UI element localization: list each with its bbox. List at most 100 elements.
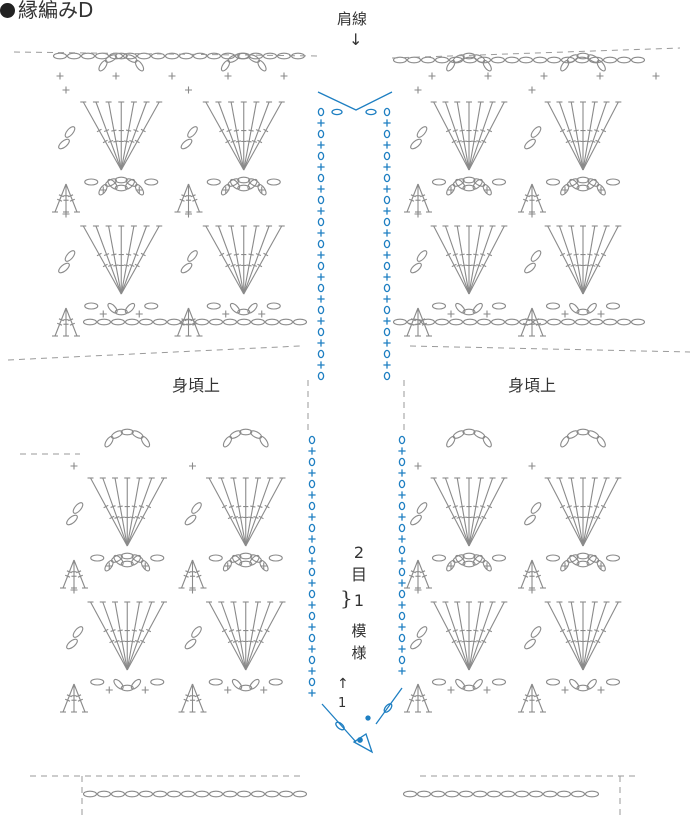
treble-bar xyxy=(481,639,487,644)
edging-chain xyxy=(308,611,316,621)
edging-chain xyxy=(383,195,391,205)
chain-stitch xyxy=(104,559,114,572)
treble-bar xyxy=(257,139,263,144)
chain-stitch xyxy=(630,318,646,326)
single-crochet xyxy=(483,686,491,694)
treble-bar xyxy=(459,129,465,132)
chain-stitch xyxy=(184,638,197,650)
chain-stitch xyxy=(264,318,280,326)
single-crochet xyxy=(317,273,325,281)
single-crochet xyxy=(189,586,196,594)
chain-stitch xyxy=(220,183,231,196)
treble-bar xyxy=(410,570,417,574)
treble-stitch xyxy=(62,683,75,713)
chain-stitch xyxy=(110,790,126,798)
treble-stitch xyxy=(243,225,270,295)
chain-stitch xyxy=(150,52,166,60)
chain-stitch xyxy=(222,318,238,326)
start-number: 1 xyxy=(338,696,347,711)
treble-bar xyxy=(587,129,593,132)
treble-stitch xyxy=(433,601,470,671)
chain-stitch xyxy=(448,56,464,64)
treble-bar xyxy=(192,198,198,202)
treble-stitch xyxy=(582,477,619,547)
chain-stitch xyxy=(587,54,600,63)
chain-stitch xyxy=(476,318,492,326)
chain-stitch xyxy=(566,178,579,187)
treble-stitch xyxy=(73,683,86,713)
treble-stitch xyxy=(520,683,533,713)
single-crochet xyxy=(383,229,391,237)
treble-bar xyxy=(585,140,591,143)
chain-stitch xyxy=(545,678,561,686)
treble-stitch xyxy=(126,601,165,671)
edging-bottom-join xyxy=(321,687,403,743)
chain-stitch xyxy=(208,678,223,686)
chain-stitch xyxy=(82,318,98,326)
treble-bar xyxy=(103,504,109,509)
chain-stitch xyxy=(491,178,507,186)
chain-stitch xyxy=(587,554,600,563)
treble-bar xyxy=(471,264,477,267)
chain-stitch xyxy=(596,435,606,448)
chain-stitch xyxy=(416,502,428,514)
treble-bar xyxy=(251,264,258,267)
chain-stitch xyxy=(266,302,281,310)
repeat-count-text: 2目 xyxy=(351,543,368,584)
treble-stitch xyxy=(243,225,283,295)
edging-chain xyxy=(398,589,406,599)
single-crochet xyxy=(317,339,325,347)
chain-stitch xyxy=(234,52,250,60)
single-crochet xyxy=(383,339,391,347)
edging-chain xyxy=(398,567,406,577)
single-crochet xyxy=(383,273,391,281)
single-crochet xyxy=(528,586,536,594)
chain-stitch xyxy=(131,554,144,563)
single-crochet xyxy=(224,72,232,80)
treble-bar xyxy=(246,140,252,143)
edging-chain xyxy=(383,283,391,293)
chain-stitch xyxy=(576,184,590,192)
treble-bar xyxy=(250,505,256,508)
chain-stitch xyxy=(125,178,138,187)
treble-bar xyxy=(134,516,141,519)
edging-chain xyxy=(383,239,391,249)
treble-bar xyxy=(263,128,269,133)
single-crochet xyxy=(528,86,536,94)
treble-bar xyxy=(235,264,242,267)
chain-stitch xyxy=(292,790,308,798)
chain-stitch xyxy=(131,430,144,439)
treble-stitch xyxy=(547,225,584,295)
single-crochet xyxy=(383,119,391,127)
single-crochet xyxy=(383,361,391,369)
treble-bar xyxy=(522,698,529,702)
single-crochet xyxy=(308,667,316,675)
edging-chain xyxy=(383,217,391,227)
single-crochet xyxy=(308,623,316,631)
treble-stitch xyxy=(120,225,135,295)
chain-stitch xyxy=(90,678,105,686)
treble-stitch xyxy=(245,601,271,671)
treble-bar xyxy=(196,574,202,578)
treble-bar xyxy=(522,198,529,202)
chain-stitch xyxy=(222,435,233,448)
chain-stitch xyxy=(452,430,465,439)
treble-bar xyxy=(237,516,244,519)
chain-stitch xyxy=(616,56,632,64)
treble-bar xyxy=(102,139,108,144)
single-crochet xyxy=(222,310,230,318)
treble-bar xyxy=(264,504,270,509)
single-crochet xyxy=(308,491,316,499)
single-crochet xyxy=(317,185,325,193)
treble-bar xyxy=(110,505,116,508)
treble-stitch xyxy=(243,225,257,295)
treble-bar xyxy=(248,129,254,132)
chain-stitch xyxy=(278,318,294,326)
treble-stitch xyxy=(120,101,135,171)
treble-bar xyxy=(473,629,479,632)
chain-stitch xyxy=(52,52,68,60)
treble-bar xyxy=(232,640,239,643)
treble-stitch xyxy=(114,477,128,547)
single-crochet xyxy=(398,557,406,565)
treble-stitch xyxy=(547,477,584,547)
